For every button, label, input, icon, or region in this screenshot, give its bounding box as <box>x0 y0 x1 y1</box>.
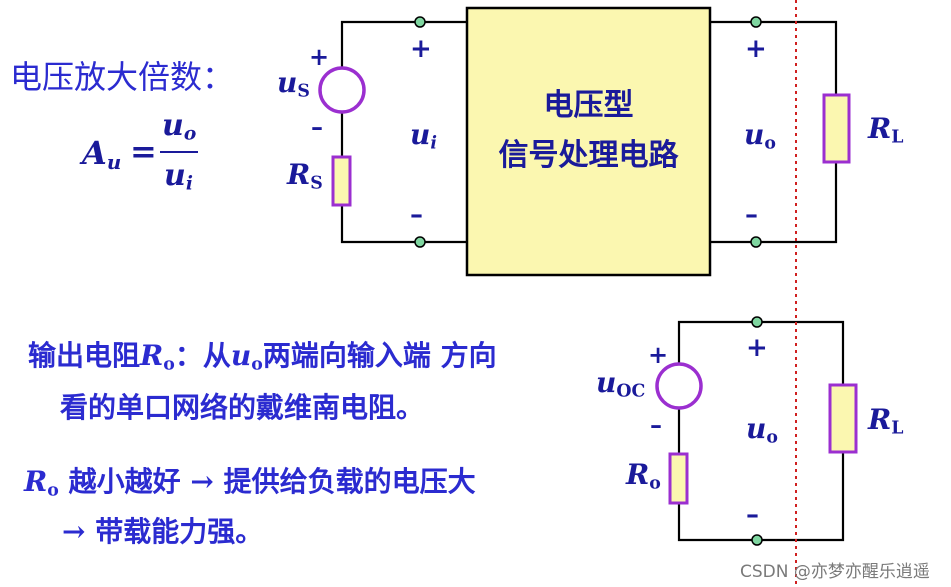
rs-label: RS <box>287 158 323 193</box>
terminal-output-top <box>750 16 762 28</box>
formula-denominator: ui <box>164 158 193 195</box>
rl-top-sub: L <box>891 127 904 148</box>
box-title-line1: 电压型 <box>543 88 634 123</box>
watermark: CSDN @亦梦亦醒乐逍遥 <box>740 562 930 582</box>
definition-line2: 看的单口网络的戴维南电阻。 <box>60 391 425 424</box>
r0-sub: o <box>649 473 661 494</box>
bottom-circuit-wires <box>677 320 845 542</box>
voltage-source-uoc <box>655 362 703 410</box>
equiv-uo-sub: o <box>766 427 778 448</box>
formula-den-symbol: u <box>164 158 186 193</box>
rs-sub: S <box>310 173 323 194</box>
equiv-rl-symbol: R <box>868 403 892 436</box>
voltage-source-us <box>318 66 366 114</box>
equiv-uo-symbol: u <box>746 412 767 445</box>
rs-symbol: R <box>287 158 311 191</box>
rl-top-label: RL <box>868 112 904 147</box>
note-text1: 越小越好 → 提供给负载的电压大 <box>58 465 476 498</box>
definition-line1: 输出电阻Ro：从uo两端向输入端 方向 <box>28 334 497 374</box>
equiv-rl-label: RL <box>868 403 904 438</box>
def-text1: 输出电阻 <box>28 339 141 372</box>
us-symbol: u <box>277 66 298 99</box>
note-line1: Ro 越小越好 → 提供给负载的电压大 <box>24 460 476 500</box>
source-us-label: uS <box>277 66 310 101</box>
formula-den-sub: i <box>185 173 193 195</box>
uo-sub: o <box>764 133 776 154</box>
terminal-equiv-bottom <box>751 534 763 546</box>
source-plus: + <box>309 42 330 71</box>
def-r-sub: o <box>163 354 175 375</box>
formula-numerator: uo <box>162 108 196 145</box>
resistor-r0 <box>668 452 689 505</box>
uo-symbol: u <box>744 118 765 151</box>
resistor-rl-top <box>822 93 851 164</box>
box-title-line2: 信号处理电路 <box>498 138 679 173</box>
signal-processing-box <box>465 6 712 277</box>
us-sub: S <box>297 81 310 102</box>
equiv-r0-label: Ro <box>626 458 661 493</box>
resistor-rs <box>331 155 352 207</box>
terminal-input-bottom <box>414 236 426 248</box>
output-plus: + <box>745 34 767 64</box>
def-r-symbol: R <box>140 339 164 372</box>
gain-title: 电压放大倍数： <box>10 58 235 96</box>
equiv-out-plus: + <box>746 333 768 363</box>
formula-lhs-sub: u <box>106 149 122 174</box>
r0-symbol: R <box>626 458 650 491</box>
top-circuit-wires <box>340 20 838 244</box>
rl-top-symbol: R <box>868 112 892 145</box>
def-text2: ：从 <box>174 339 231 372</box>
terminal-output-bottom <box>750 236 762 248</box>
formula-lhs: Au <box>82 134 121 174</box>
equiv-uoc-label: uOC <box>596 366 645 401</box>
equiv-rl-sub: L <box>891 418 904 439</box>
output-uo-label: uo <box>744 118 776 153</box>
bottom-terminals <box>751 316 763 546</box>
top-terminals <box>414 16 762 248</box>
equiv-out-minus: – <box>746 500 759 530</box>
def-u-sub: o <box>251 354 263 375</box>
uoc-symbol: u <box>596 366 617 399</box>
output-minus: – <box>745 200 758 230</box>
note-line2: → 带载能力强。 <box>62 515 264 548</box>
resistor-rl-bottom <box>828 383 858 454</box>
equiv-uo-label: uo <box>746 412 778 447</box>
note-r-symbol: R <box>24 465 48 498</box>
equiv-source-plus: + <box>648 340 669 369</box>
formula-num-symbol: u <box>162 108 184 143</box>
terminal-input-top <box>414 16 426 28</box>
source-minus: – <box>311 112 323 141</box>
equiv-source-minus: – <box>650 410 662 439</box>
input-plus: + <box>410 34 432 64</box>
fraction-bar <box>160 151 198 153</box>
def-text3: 两端向输入端 方向 <box>262 339 497 372</box>
def-u-symbol: u <box>230 339 252 372</box>
note-r-sub: o <box>47 480 59 501</box>
ui-sub: i <box>430 133 437 154</box>
formula-equals: = <box>130 132 157 170</box>
formula-lhs-symbol: A <box>82 134 107 172</box>
uoc-sub: OC <box>616 381 646 402</box>
input-ui-label: ui <box>410 118 437 153</box>
terminal-equiv-top <box>751 316 763 328</box>
input-minus: – <box>410 200 423 230</box>
formula-num-sub: o <box>183 123 197 145</box>
ui-symbol: u <box>410 118 431 151</box>
